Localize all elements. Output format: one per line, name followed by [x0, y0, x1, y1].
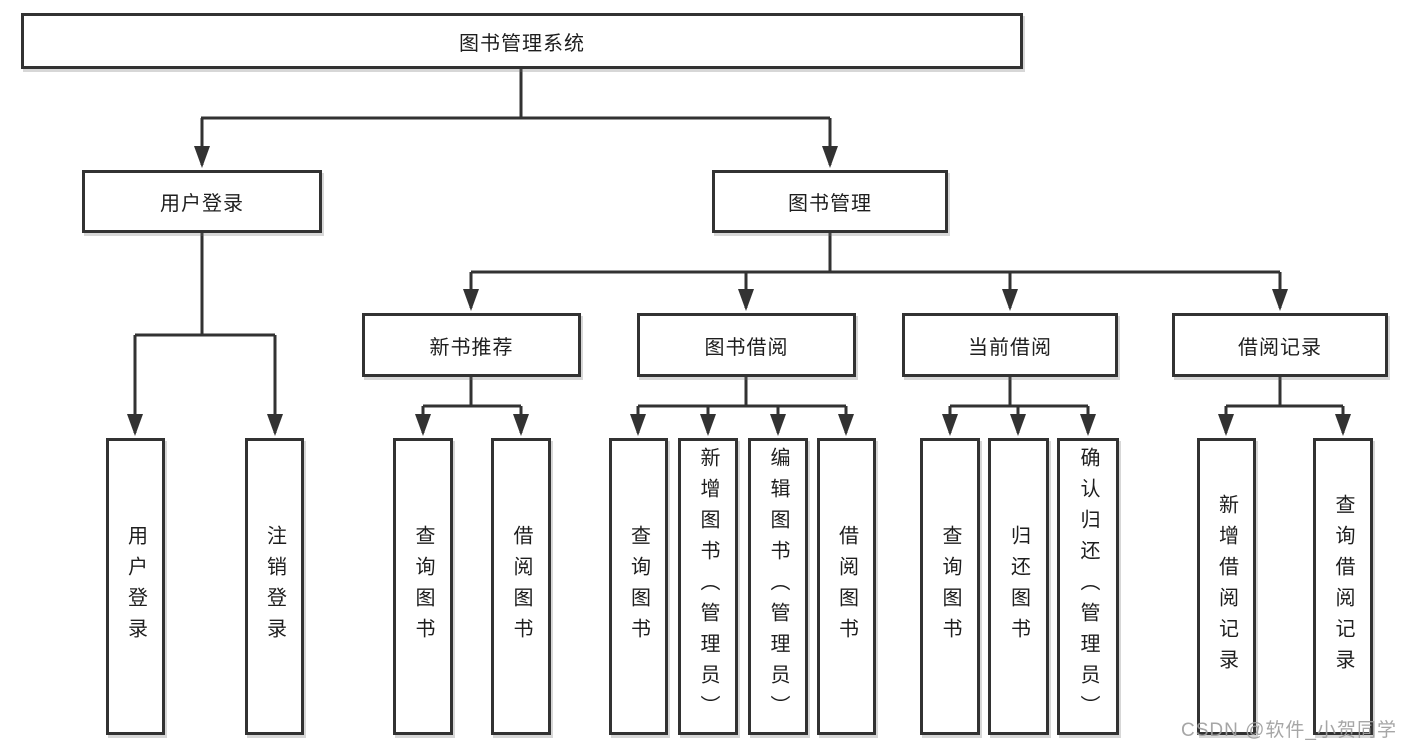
leaf-logout: 注销登录: [245, 438, 304, 735]
node-borrowing-records: 借阅记录: [1172, 313, 1388, 377]
node-user-login-branch: 用户登录: [82, 170, 322, 233]
leaf-add-borrow-record: 新增借阅记录: [1197, 438, 1256, 735]
leaf-query-books-recommend: 查询图书: [393, 438, 453, 735]
node-library-management-system: 图书管理系统: [21, 13, 1023, 69]
leaf-return-books: 归还图书: [988, 438, 1049, 735]
leaf-query-books-borrowing: 查询图书: [609, 438, 668, 735]
leaf-add-books-admin: 新增图书（管理员）: [678, 438, 738, 735]
node-book-borrowing: 图书借阅: [637, 313, 856, 377]
node-new-book-recommendation: 新书推荐: [362, 313, 581, 377]
leaf-borrow-books: 借阅图书: [817, 438, 876, 735]
leaf-user-login: 用户登录: [106, 438, 165, 735]
leaf-confirm-return-admin: 确认归还（管理员）: [1057, 438, 1119, 735]
leaf-borrow-books-recommend: 借阅图书: [491, 438, 551, 735]
leaf-query-books-current: 查询图书: [920, 438, 980, 735]
node-book-management-branch: 图书管理: [712, 170, 948, 233]
leaf-query-borrow-record: 查询借阅记录: [1313, 438, 1373, 735]
node-current-borrowing: 当前借阅: [902, 313, 1118, 377]
leaf-edit-books-admin: 编辑图书（管理员）: [748, 438, 808, 735]
